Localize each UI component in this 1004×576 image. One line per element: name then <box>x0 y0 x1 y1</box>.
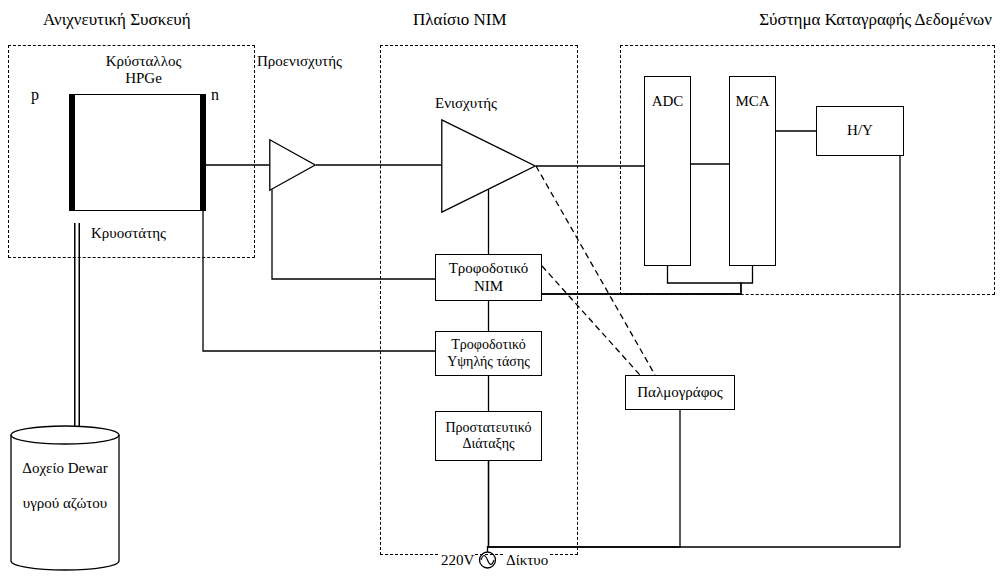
node-label: Παλμογράφος <box>637 384 723 401</box>
process-box: MCA <box>729 76 776 266</box>
group-frame: Πλαίσιο NIMΕνισχυτήςΤροφοδοτικό NIMΤροφο… <box>380 45 578 555</box>
connector-path <box>776 130 816 131</box>
node-label: ADC <box>652 93 684 110</box>
connector-path <box>488 376 489 411</box>
preamplifier: Προενισχυτής <box>269 139 316 191</box>
crystal-detector: Κρύσταλλος HPGe <box>69 94 206 211</box>
connector-path <box>536 166 655 375</box>
amplifier: Ενισχυτής <box>441 119 536 213</box>
group-title: Πλαίσιο NIM <box>411 10 509 30</box>
node-label: Τροφοδοτικό NIM <box>441 260 536 295</box>
computer-box: H/Y <box>816 106 904 156</box>
node-label: H/Y <box>847 122 873 139</box>
process-box: ADC <box>644 76 691 266</box>
connector-path <box>489 156 901 547</box>
mains-label: Δίκτυο <box>505 552 549 569</box>
power-supply-box: Τροφοδοτικό Υψηλής τάσης <box>435 331 542 376</box>
wire <box>206 165 269 166</box>
power-supply-box: Τροφοδοτικό NIM <box>435 254 542 301</box>
group-title: Σύστημα Καταγραφής Δεδομένων <box>757 10 994 30</box>
triangle-outline <box>441 119 536 213</box>
wire <box>776 131 816 132</box>
connector-path <box>272 189 435 279</box>
wire <box>542 266 753 294</box>
group-title: Κρύσταλλος HPGe <box>92 53 196 88</box>
cylinder-body <box>11 435 119 570</box>
protection-box: Προστατευτικό Διάταξης <box>435 411 542 461</box>
oscilloscope-box: Παλμογράφος <box>625 375 735 410</box>
terminal-label: p <box>30 86 40 104</box>
probe-line <box>536 166 655 375</box>
node-label: Προστατευτικό Διάταξης <box>441 420 536 452</box>
group-title: Προενισχυτής <box>255 53 344 70</box>
group-title: Ανιχνευτική Συσκευή <box>41 10 193 30</box>
wire <box>489 156 901 547</box>
node-label: Δοχείο Dewar υγρού αζώτου <box>15 451 115 520</box>
wire <box>488 301 489 331</box>
connector-path <box>488 190 489 255</box>
amplifier-symbol <box>270 140 315 190</box>
connector-path <box>542 266 640 375</box>
connector-path <box>316 164 441 165</box>
wire <box>691 164 729 165</box>
wire <box>488 376 489 411</box>
part-label: Κρυοστάτης <box>90 225 167 242</box>
wire <box>542 266 741 294</box>
connector-path <box>536 165 644 166</box>
wire <box>272 189 435 279</box>
node-label: Τροφοδοτικό Υψηλής τάσης <box>441 337 536 369</box>
connector-path <box>206 164 269 165</box>
dewar-vessel: Δοχείο Dewar υγρού αζώτου <box>10 425 120 571</box>
connector-path <box>542 266 753 294</box>
cryostat-line <box>77 223 78 435</box>
wire <box>488 190 489 255</box>
wire <box>203 211 435 351</box>
connector-path <box>74 223 80 435</box>
terminal-label: n <box>210 86 220 104</box>
connector-path <box>488 301 489 331</box>
ac-wave <box>481 556 494 565</box>
connector-path <box>203 211 435 351</box>
probe-line <box>542 266 640 375</box>
triangle-outline <box>269 139 316 191</box>
wire <box>316 165 441 166</box>
connector-gap <box>76 223 79 435</box>
group-title: Ενισχυτής <box>433 95 499 112</box>
group-frame: Σύστημα Καταγραφής ΔεδομένωνADCMCAH/Y <box>620 45 995 295</box>
node-label: MCA <box>735 93 769 110</box>
amplifier-symbol <box>442 120 535 212</box>
connector-path <box>691 163 729 164</box>
cylinder-top <box>11 426 119 444</box>
connector-path <box>542 266 741 294</box>
voltage-label: 220V <box>440 552 475 569</box>
wire <box>536 166 644 167</box>
